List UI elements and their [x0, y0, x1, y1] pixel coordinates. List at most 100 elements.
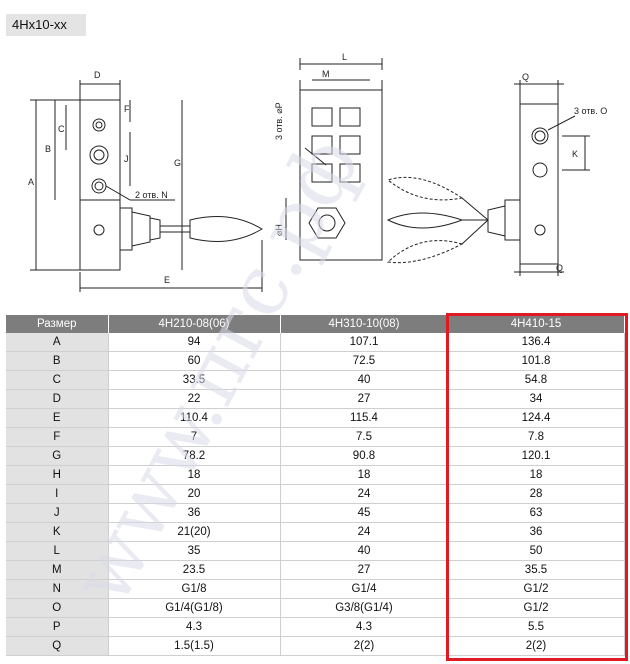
table-cell: 136.4	[448, 333, 625, 352]
table-row: B 60 72.5 101.8	[6, 351, 625, 371]
table-cell: 36	[448, 522, 625, 542]
table-cell: 35	[108, 541, 281, 561]
row-label: E	[6, 408, 109, 428]
table-cell: 1.5(1.5)	[108, 636, 281, 656]
table-cell: G1/2	[448, 598, 625, 618]
row-label: N	[6, 579, 109, 599]
lever-knob-center	[386, 212, 464, 229]
table-row: Q 1.5(1.5) 2(2) 2(2)	[6, 636, 625, 656]
dim-C-label: C	[58, 124, 65, 134]
table-row: K 21(20) 24 36	[6, 522, 625, 542]
row-label: B	[6, 351, 109, 371]
table-cell: 35.5	[448, 560, 625, 580]
table-row: J 36 45 63	[6, 503, 625, 523]
table-row: H 18 18 18	[6, 465, 625, 485]
row-label: Q	[6, 636, 109, 656]
table-cell: 18	[448, 465, 625, 485]
table-cell: G3/8(G1/4)	[280, 598, 449, 618]
table-cell: 78.2	[108, 446, 281, 466]
row-label: O	[6, 598, 109, 618]
dim-F-label: F	[124, 104, 130, 114]
left-body-lower	[79, 199, 121, 271]
table-cell: 124.4	[448, 408, 625, 428]
table-row: A 94 107.1 136.4	[6, 333, 625, 352]
dim-Q-bottom-label: Q	[556, 263, 563, 273]
header-model-4h210: 4H210-08(06)	[108, 315, 281, 333]
table-cell: 22	[108, 389, 281, 409]
table-cell: 40	[280, 541, 449, 561]
dim-A-label: A	[28, 177, 34, 187]
row-label: I	[6, 484, 109, 504]
page-title: 4Hx10-xx	[6, 14, 86, 36]
table-header-row: Размер 4H210-08(06) 4H310-10(08) 4H410-1…	[6, 315, 625, 333]
table-row: N G1/8 G1/4 G1/2	[6, 579, 625, 599]
row-label: H	[6, 465, 109, 485]
table-cell: 20	[108, 484, 281, 504]
header-model-4h410: 4H410-15	[448, 315, 625, 333]
dim-G-label: G	[174, 158, 181, 168]
table-cell: 7.5	[280, 427, 449, 447]
table-cell: 18	[108, 465, 281, 485]
dim-D-label: D	[94, 70, 101, 80]
dim-K-label: K	[572, 149, 578, 159]
table-cell: 72.5	[280, 351, 449, 371]
row-label: F	[6, 427, 109, 447]
table-cell: 7	[108, 427, 281, 447]
table-cell: 28	[448, 484, 625, 504]
table-cell: 94	[108, 333, 281, 352]
lever-knob-down	[386, 240, 464, 264]
table-cell: 90.8	[280, 446, 449, 466]
right-body	[519, 103, 559, 265]
middle-body	[299, 89, 383, 261]
table-cell: 27	[280, 560, 449, 580]
row-label: J	[6, 503, 109, 523]
holes-n-label: 2 отв. N	[135, 190, 168, 200]
table-cell: 36	[108, 503, 281, 523]
table-row: L 35 40 50	[6, 541, 625, 561]
row-label: P	[6, 617, 109, 637]
table-cell: 54.8	[448, 370, 625, 390]
table-cell: 24	[280, 484, 449, 504]
table-row: I 20 24 28	[6, 484, 625, 504]
table-cell: 115.4	[280, 408, 449, 428]
header-model-4h310: 4H310-10(08)	[280, 315, 449, 333]
table-cell: 27	[280, 389, 449, 409]
holes-p-label: 3 отв. ⌀P	[274, 102, 284, 140]
table-row: G 78.2 90.8 120.1	[6, 446, 625, 466]
table-cell: 4.3	[108, 617, 281, 637]
port-lower-circle	[91, 178, 107, 194]
table-cell: 63	[448, 503, 625, 523]
table-cell: 60	[108, 351, 281, 371]
table-cell: 101.8	[448, 351, 625, 371]
dim-B-label: B	[45, 144, 51, 154]
technical-drawing: D A B C F J G 2 отв. N E	[28, 52, 607, 292]
row-label: K	[6, 522, 109, 542]
table-cell: 40	[280, 370, 449, 390]
table-cell: 7.8	[448, 427, 625, 447]
port-mid-circle	[89, 145, 109, 165]
table-cell: 33.5	[108, 370, 281, 390]
table-row: C 33.5 40 54.8	[6, 370, 625, 390]
table-row: P 4.3 4.3 5.5	[6, 617, 625, 637]
lever-knob	[189, 216, 263, 242]
dia-h-label: ⌀H	[274, 224, 284, 236]
dim-Q-top-label: Q	[522, 72, 529, 82]
header-size: Размер	[6, 315, 109, 333]
table-cell: 2(2)	[448, 636, 625, 656]
dim-J-label: J	[124, 154, 129, 164]
dim-M-label: M	[322, 69, 330, 79]
port-upper-circle	[92, 118, 106, 132]
table-cell: 107.1	[280, 333, 449, 352]
row-label: D	[6, 389, 109, 409]
dim-L-label: L	[342, 52, 347, 62]
table-cell: G1/2	[448, 579, 625, 599]
table-cell: 2(2)	[280, 636, 449, 656]
table-cell: 34	[448, 389, 625, 409]
table-row: O G1/4(G1/8) G3/8(G1/4) G1/2	[6, 598, 625, 618]
table-cell: 50	[448, 541, 625, 561]
hex-fitting	[308, 207, 346, 239]
table-cell: 18	[280, 465, 449, 485]
table-row: D 22 27 34	[6, 389, 625, 409]
lever-knob-up	[386, 176, 464, 201]
